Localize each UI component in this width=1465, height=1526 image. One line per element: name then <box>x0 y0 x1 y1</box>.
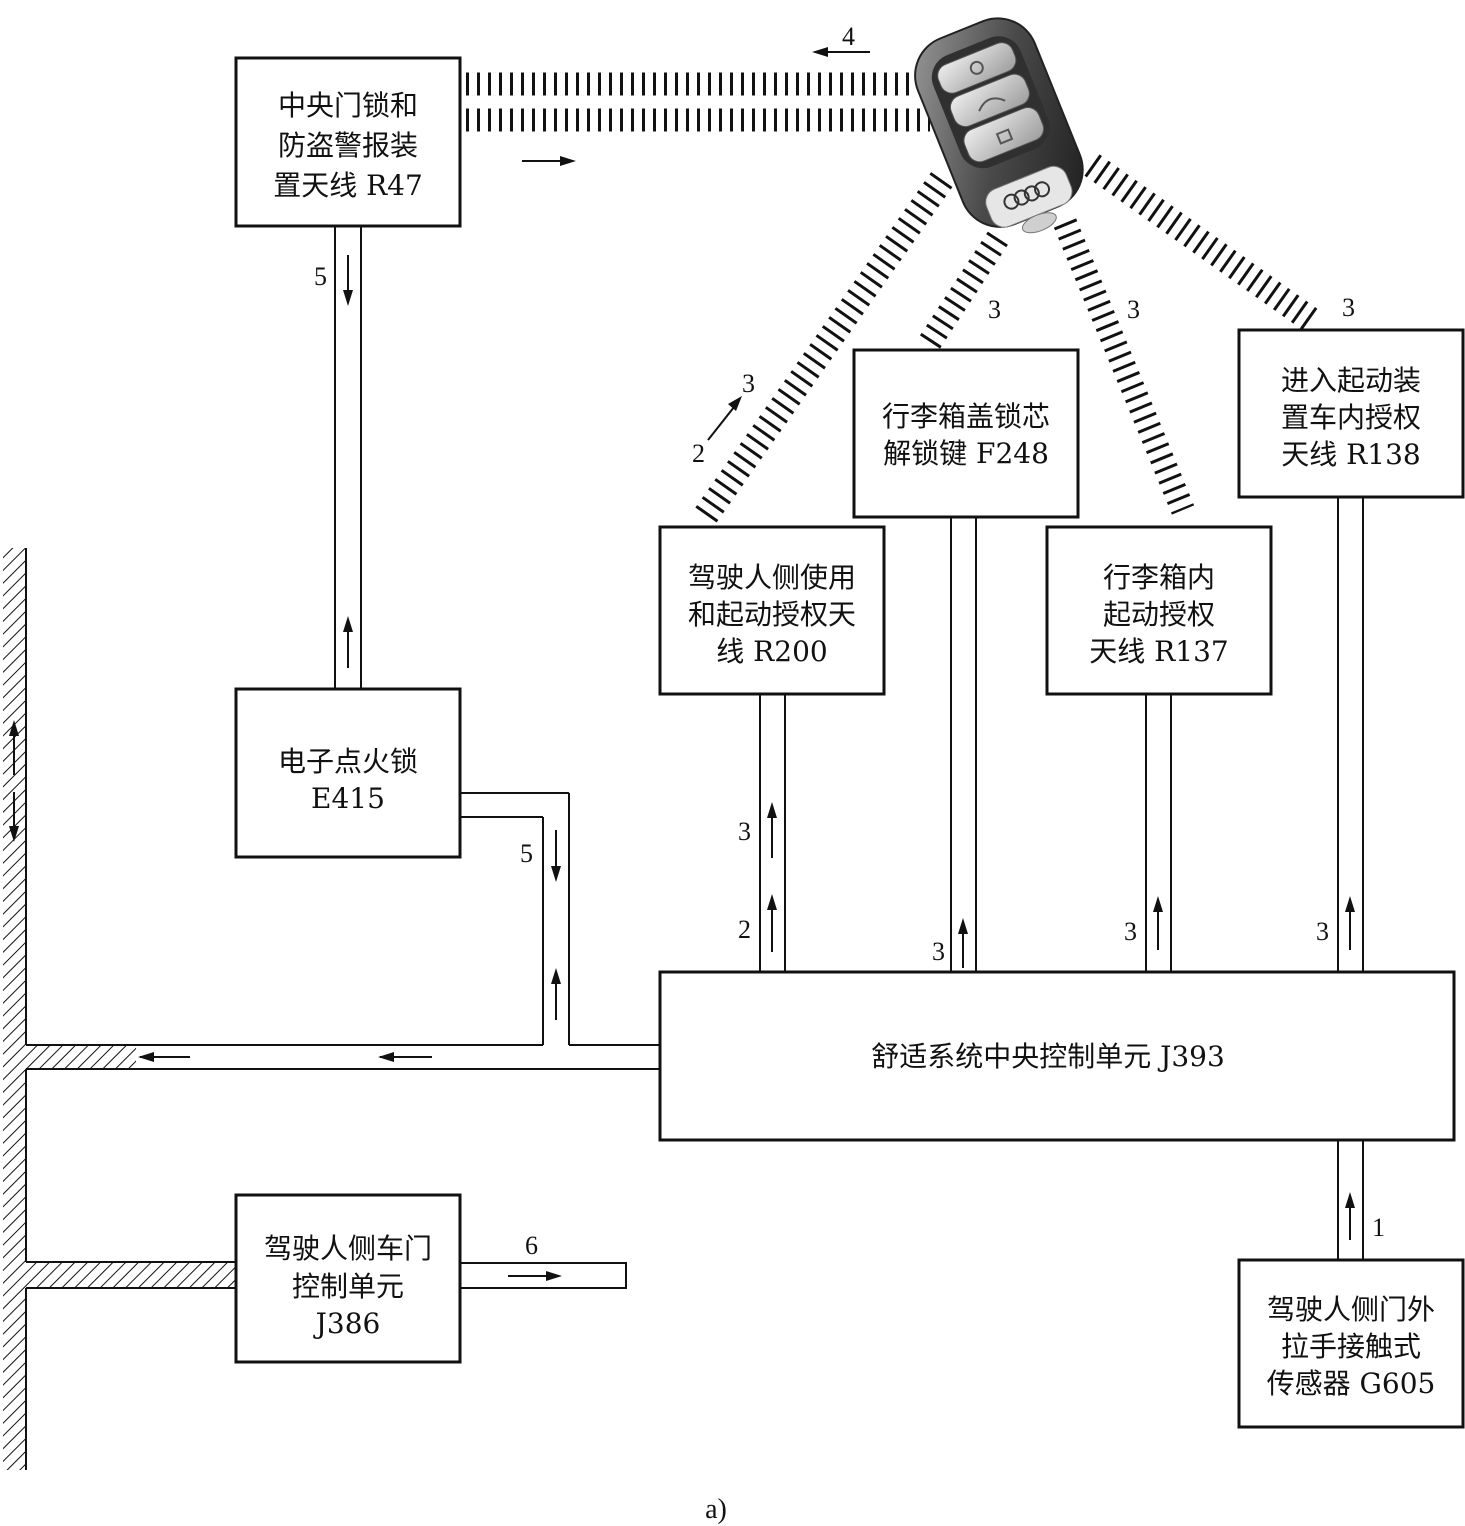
step-number-1-g605: 1 <box>1372 1213 1385 1242</box>
step-number-3-r200-pipe: 3 <box>738 817 751 846</box>
box-r137-line2: 起动授权 <box>1103 598 1215 631</box>
step-number-3-r137-pipe: 3 <box>1124 917 1137 946</box>
box-r138-line2: 置车内授权 <box>1281 401 1421 434</box>
box-r200-antenna: 驾驶人侧使用 和起动授权天 线 R200 <box>658 525 886 696</box>
box-g605-sensor: 驾驶人侧门外 拉手接触式 传感器 G605 <box>1237 1258 1465 1429</box>
pipe-j386-out <box>459 1262 627 1289</box>
box-r137-line3: 天线 R137 <box>1089 635 1228 668</box>
step-number-6-j386: 6 <box>525 1231 538 1260</box>
step-number-3-r138-pipe: 3 <box>1316 917 1329 946</box>
pipe-r200 <box>759 693 786 973</box>
arrow-4 <box>812 47 870 57</box>
figure-caption: a) <box>705 1494 727 1525</box>
wave-key-f248 <box>919 231 1009 349</box>
step-number-3-wave-r200: 3 <box>742 369 755 398</box>
wave-key-r137 <box>1053 218 1195 515</box>
box-e415-ignition-lock: 电子点火锁 E415 <box>234 687 462 859</box>
box-g605-line1: 驾驶人侧门外 <box>1267 1293 1435 1326</box>
box-e415-line1: 电子点火锁 <box>278 745 418 778</box>
box-j393-central-control: 舒适系统中央控制单元 J393 <box>658 970 1456 1142</box>
step-number-3-wave-r138: 3 <box>1342 293 1355 322</box>
box-j386-line2: 控制单元 <box>292 1270 404 1303</box>
pipe-r47-e415 <box>334 225 362 690</box>
pipe-r137 <box>1145 693 1172 973</box>
box-g605-line3: 传感器 G605 <box>1267 1367 1436 1400</box>
box-j393-label: 舒适系统中央控制单元 J393 <box>871 1040 1225 1073</box>
box-r137-line1: 行李箱内 <box>1103 561 1215 594</box>
step-number-2-wave-r200: 2 <box>692 439 705 468</box>
box-e415-line2: E415 <box>311 782 385 815</box>
box-j386-line1: 驾驶人侧车门 <box>264 1232 432 1265</box>
pipe-f248 <box>950 516 977 973</box>
wave-key-r47 <box>466 72 930 132</box>
box-r47-antenna: 中央门锁和 防盗警报装 置天线 R47 <box>234 56 462 228</box>
box-r137-antenna: 行李箱内 起动授权 天线 R137 <box>1045 525 1273 696</box>
box-r47-line1: 中央门锁和 <box>278 89 418 122</box>
vehicle-bus <box>3 548 236 1470</box>
box-r200-line1: 驾驶人侧使用 <box>688 561 856 594</box>
pipe-e415-bus <box>460 792 570 1045</box>
audi-key-fob-icon <box>914 17 1084 234</box>
arrow-r47-out <box>522 156 576 166</box>
box-j386-line3: J386 <box>313 1307 381 1340</box>
box-r47-line3: 置天线 R47 <box>273 169 423 202</box>
wave-key-r138 <box>1084 154 1323 334</box>
box-r138-antenna: 进入起动装 置车内授权 天线 R138 <box>1237 328 1465 499</box>
box-g605-line2: 拉手接触式 <box>1281 1330 1421 1363</box>
pipe-g605 <box>1337 1139 1364 1261</box>
arrow-2-3 <box>707 396 742 441</box>
box-j386-door-control: 驾驶人侧车门 控制单元 J386 <box>234 1193 462 1364</box>
box-f248-line1: 行李箱盖锁芯 <box>882 400 1050 433</box>
box-f248-line2: 解锁键 F248 <box>883 437 1049 470</box>
box-r200-line3: 线 R200 <box>716 635 827 668</box>
box-f248-trunk-key: 行李箱盖锁芯 解锁键 F248 <box>852 348 1080 519</box>
step-number-3-f248-pipe: 3 <box>932 937 945 966</box>
bus-line-j393 <box>136 1044 660 1070</box>
box-r138-line3: 天线 R138 <box>1281 438 1420 471</box>
box-r200-line2: 和起动授权天 <box>688 598 856 631</box>
step-number-3-wave-r137: 3 <box>1127 295 1140 324</box>
step-number-5-r47: 5 <box>314 262 327 291</box>
box-r47-line2: 防盗警报装 <box>278 129 418 162</box>
step-number-5-e415: 5 <box>520 839 533 868</box>
box-r138-line1: 进入起动装 <box>1281 364 1421 397</box>
step-number-3-wave-f248: 3 <box>988 295 1001 324</box>
step-number-2-r200-pipe: 2 <box>738 915 751 944</box>
pipe-r138 <box>1337 496 1364 973</box>
step-number-4: 4 <box>842 22 855 51</box>
